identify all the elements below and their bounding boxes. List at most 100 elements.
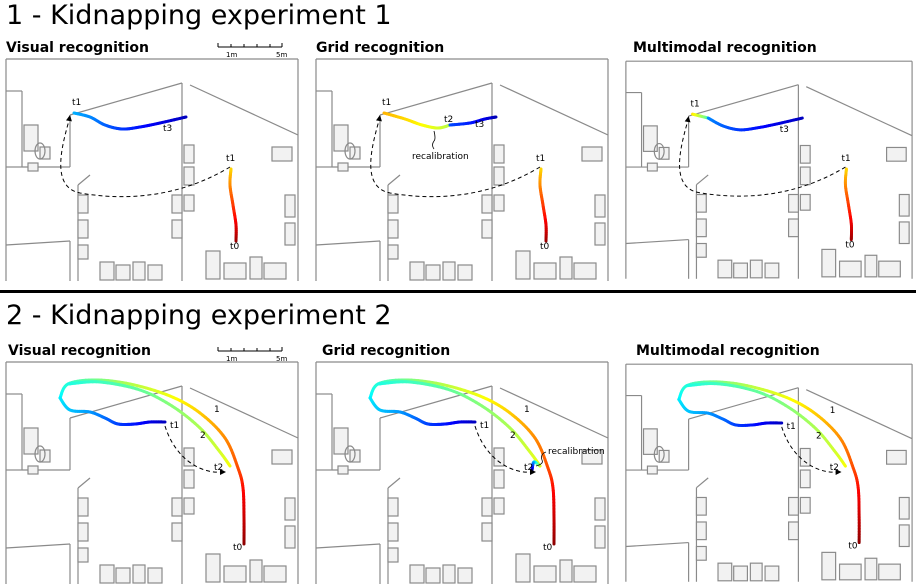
furniture <box>27 465 39 475</box>
furniture <box>77 497 89 517</box>
furniture <box>493 166 505 186</box>
furniture <box>581 146 603 162</box>
furniture <box>147 264 163 281</box>
panel-title-s2-multimodal: Multimodal recognition <box>636 343 820 359</box>
furniture <box>77 244 89 260</box>
recalibration-pointer <box>432 130 436 150</box>
label-t0: t0 <box>543 543 553 553</box>
label-t0: t0 <box>848 541 857 551</box>
kidnap-jump-path <box>164 425 223 473</box>
furniture <box>493 447 505 467</box>
wall <box>77 174 91 186</box>
furniture <box>642 125 658 152</box>
furniture <box>898 524 910 548</box>
wall <box>69 82 183 116</box>
furniture <box>695 193 707 213</box>
section-divider <box>0 290 916 293</box>
label-t2: t2 <box>214 463 223 473</box>
furniture <box>284 222 296 246</box>
furniture <box>799 193 811 211</box>
wall <box>77 477 91 489</box>
furniture <box>284 194 296 218</box>
label-t0: t0 <box>540 242 550 252</box>
furniture <box>695 242 707 258</box>
table <box>653 142 665 160</box>
label-t3: t3 <box>475 120 484 130</box>
furniture <box>749 562 763 582</box>
trajectory-lap-2 <box>66 380 232 468</box>
furniture <box>115 264 131 281</box>
furniture <box>442 261 456 281</box>
furniture <box>821 551 837 581</box>
furniture <box>409 564 425 584</box>
furniture <box>799 447 811 467</box>
furniture <box>183 194 195 212</box>
furniture <box>717 562 733 582</box>
wall <box>688 84 799 117</box>
trajectory-lap-1-return <box>368 396 477 427</box>
floor-plan <box>625 60 913 279</box>
furniture <box>263 262 287 280</box>
furniture <box>764 262 780 279</box>
furniture <box>878 563 901 581</box>
label-t0: t0 <box>845 240 854 250</box>
furniture <box>764 565 780 582</box>
table <box>653 445 665 463</box>
label-t3: t3 <box>780 125 789 135</box>
furniture <box>115 567 131 584</box>
floor-plan <box>315 361 609 584</box>
furniture <box>481 522 493 542</box>
furniture <box>898 193 910 217</box>
panel-title-s1-visual: Visual recognition <box>6 40 149 56</box>
furniture <box>337 465 349 475</box>
panel-title-s1-grid: Grid recognition <box>316 40 445 56</box>
furniture <box>838 563 862 581</box>
kidnap-arrow-icon <box>66 115 72 122</box>
furniture <box>23 427 39 455</box>
furniture <box>132 261 146 281</box>
trajectory-before-kidnap <box>228 167 238 243</box>
wall <box>805 86 913 137</box>
furniture <box>333 427 349 455</box>
table <box>344 445 356 463</box>
furniture <box>695 545 707 561</box>
furniture <box>594 194 606 218</box>
label-lap-2: 2 <box>200 431 206 441</box>
furniture <box>646 162 658 172</box>
trajectory-segment <box>227 463 232 468</box>
furniture <box>787 218 799 238</box>
kidnap-arrow-icon <box>220 469 226 475</box>
furniture <box>481 497 493 517</box>
table <box>344 142 356 160</box>
wall <box>499 387 609 439</box>
panel-title-s2-visual: Visual recognition <box>8 343 151 359</box>
trajectory-lap-2 <box>685 382 847 468</box>
wall <box>387 477 401 489</box>
wall <box>696 174 709 186</box>
furniture <box>99 261 115 281</box>
furniture <box>733 262 749 279</box>
furniture <box>23 124 39 152</box>
trajectory-before-kidnap <box>538 167 548 243</box>
furniture <box>183 469 195 489</box>
furniture <box>77 522 89 542</box>
furniture <box>515 553 531 583</box>
furniture <box>271 146 293 162</box>
furniture <box>787 496 799 516</box>
furniture <box>333 124 349 152</box>
furniture <box>171 219 183 239</box>
furniture <box>695 521 707 541</box>
furniture <box>886 146 907 162</box>
furniture <box>493 469 505 489</box>
kidnap-jump-path <box>60 116 231 198</box>
furniture <box>799 496 811 514</box>
label-t1: t1 <box>787 422 796 432</box>
furniture <box>387 497 399 517</box>
furniture <box>581 449 603 465</box>
kidnap-arrow-icon <box>835 469 842 475</box>
scalebar-s1: 1m 5m <box>217 43 287 59</box>
furniture <box>573 262 597 280</box>
furniture <box>515 250 531 280</box>
furniture <box>271 449 293 465</box>
